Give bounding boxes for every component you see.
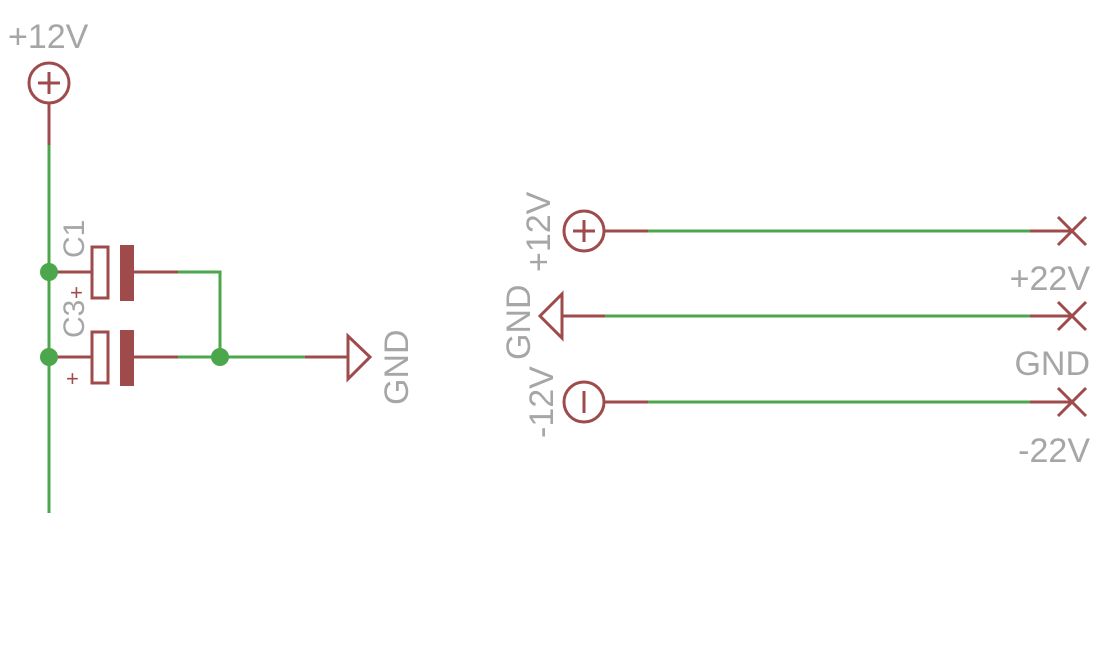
port-label: -12V: [523, 366, 561, 438]
c1-polarity: +: [70, 280, 83, 305]
ground-icon: [305, 332, 373, 383]
junction: [211, 348, 229, 366]
target-label: -22V: [1018, 432, 1090, 470]
net-x-icon: [1056, 386, 1088, 418]
c3-polarity: +: [66, 366, 79, 391]
plus-circle-icon: [27, 61, 71, 105]
c1-label: C1: [58, 220, 91, 258]
supply-label: +12V: [8, 18, 89, 56]
net-x-icon: [1056, 300, 1088, 332]
capacitor-c3[interactable]: [49, 330, 178, 386]
wire[interactable]: [178, 270, 222, 357]
minus-circle-icon: [562, 380, 606, 424]
port-label: +12V: [520, 191, 558, 272]
plus-circle-icon: [562, 209, 606, 253]
port-label: GND: [500, 284, 538, 360]
ground-icon: [537, 290, 605, 342]
junction: [40, 263, 58, 281]
target-label: +22V: [1010, 260, 1091, 298]
net-x-icon: [1056, 215, 1088, 247]
target-label: GND: [1014, 345, 1090, 383]
ground-label: GND: [378, 329, 416, 405]
c3-label: C3: [58, 300, 91, 338]
junction: [40, 348, 58, 366]
